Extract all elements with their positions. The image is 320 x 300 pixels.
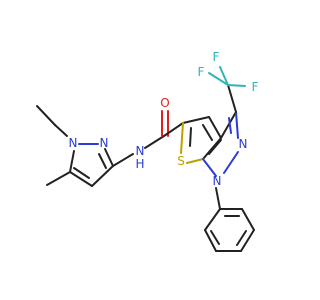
bond-n2-c3 [104, 148, 114, 167]
bond-c5-methyl [46, 171, 71, 186]
bond-ethyl-ch3 [36, 105, 56, 126]
atom-nh-n: N [136, 144, 145, 158]
bond-n2-n1 [223, 151, 239, 174]
bond-c3-cf3 [227, 84, 237, 113]
bond-nh-carbonyl [144, 135, 165, 149]
bond-thiophene-c4-c3a [208, 116, 222, 139]
bond-c6a-c3a-double [208, 139, 222, 155]
bond-thiophene-c6a-s [186, 158, 204, 164]
bond-phenyl-5 [204, 229, 217, 252]
bond-c3-c4 [91, 165, 114, 187]
bond-thiophene-c5-double [189, 127, 192, 147]
bond-cf3-f2 [208, 72, 229, 86]
atom-labels: N N N H O S N N F F F [69, 50, 259, 188]
atom-n-phenyl: N [213, 174, 222, 188]
bond-c5-n1 [69, 150, 75, 173]
bond-phenyl-6 [204, 208, 221, 231]
atom-f2: F [198, 65, 205, 79]
bond-thiophene-c3a-c6a [202, 137, 222, 160]
atom-n-pyrazole-ring: N [239, 137, 248, 151]
bond-cf3-f3 [227, 84, 246, 87]
bond-c4-c5 [69, 171, 93, 187]
bond-cf3-f1 [219, 66, 229, 86]
bond-phenyl-3 [240, 229, 255, 252]
bond-n-phenyl [215, 187, 221, 210]
bond-n2-c3-double [98, 153, 107, 169]
bond-c4-c5-double [73, 167, 90, 179]
bond-c3-nh [112, 153, 134, 167]
bond-phenyl-2 [241, 208, 255, 231]
molecule-structure: N N N H O S N N F F F [36, 50, 259, 252]
bond-n1-c6a [202, 158, 217, 177]
atom-n-pyrazole-2: N [100, 136, 109, 150]
atom-n-ethyl: N [69, 136, 78, 150]
bond-ethyl-ch2 [54, 124, 68, 137]
bond-c3-n2 [235, 111, 239, 139]
bond-phenyl-inner-2 [236, 230, 247, 246]
bond-thiophene-c4-c3a-double [202, 124, 213, 141]
atom-nh-h: H [135, 157, 144, 171]
bond-c3-n2-double [228, 117, 232, 134]
bond-phenyl-inner-3 [210, 230, 220, 245]
atom-f1: F [213, 50, 220, 64]
atom-f3: F [252, 80, 259, 94]
atom-o: O [160, 96, 169, 110]
bond-carbonyl-thiophene [163, 122, 184, 137]
bond-thiophene-s-c5 [180, 122, 184, 154]
bonds [36, 66, 255, 252]
atom-s: S [177, 154, 185, 168]
bond-thiophene-c5-c4 [182, 116, 210, 124]
bond-c3a-c3 [220, 111, 237, 139]
